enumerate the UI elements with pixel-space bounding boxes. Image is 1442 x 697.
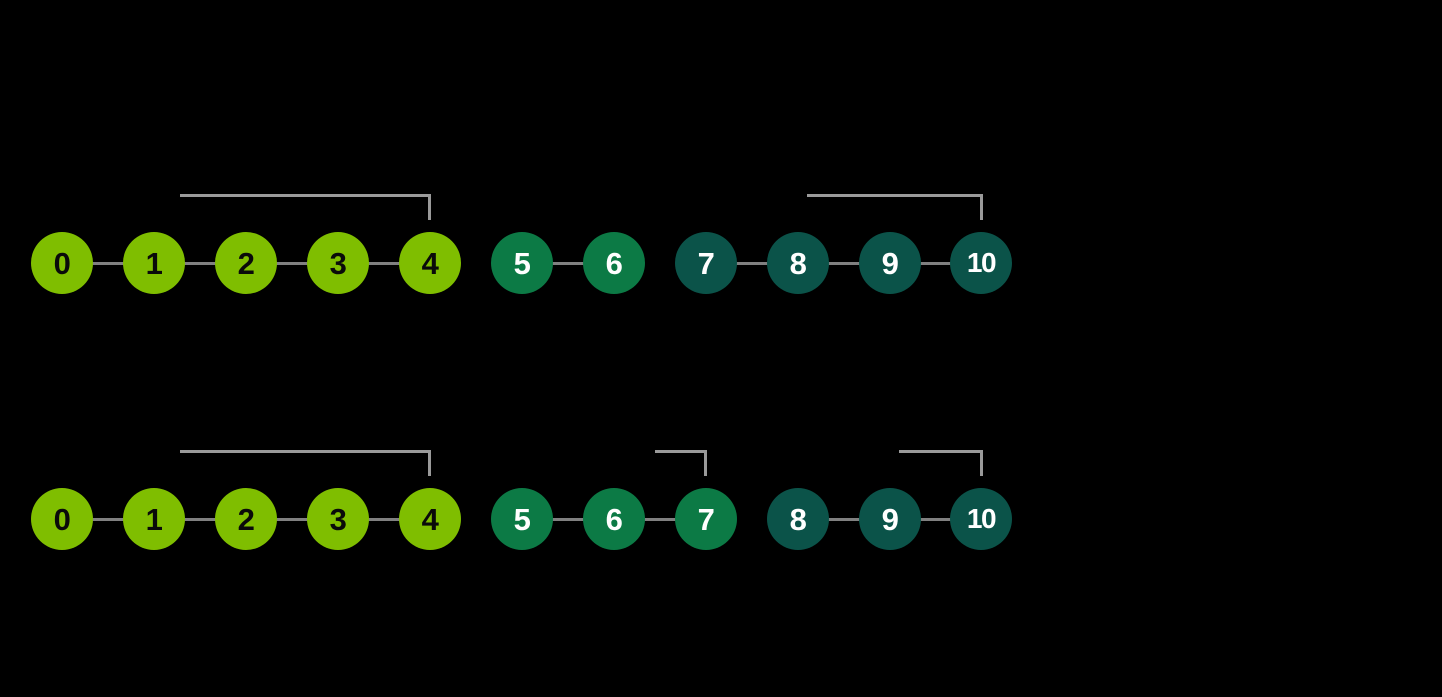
bracket-tick-right	[980, 194, 983, 220]
node-label: 10	[966, 247, 997, 278]
bracket-row2-right	[899, 450, 983, 476]
node-4[interactable]: 4	[399, 232, 461, 294]
node-0[interactable]: 0	[31, 488, 93, 550]
node-2[interactable]: 2	[215, 232, 277, 294]
connector-1-to-2	[181, 262, 219, 265]
connector-3-to-4	[365, 518, 403, 521]
connector-9-to-10	[917, 518, 954, 521]
connector-5-to-6	[549, 518, 587, 521]
node-10[interactable]: 10	[950, 232, 1012, 294]
node-5[interactable]: 5	[491, 488, 553, 550]
node-label: 6	[605, 501, 623, 537]
node-9[interactable]: 9	[859, 232, 921, 294]
bracket-row2-left	[180, 450, 431, 476]
node-label: 5	[513, 245, 531, 281]
node-label: 7	[697, 501, 715, 537]
node-2[interactable]: 2	[215, 488, 277, 550]
connector-8-to-9	[825, 262, 863, 265]
bracket-tick-right	[428, 194, 431, 220]
node-label: 7	[697, 245, 715, 281]
connector-2-to-3	[273, 262, 311, 265]
connector-5-to-6	[549, 262, 587, 265]
node-label: 6	[605, 245, 623, 281]
connector-9-to-10	[917, 262, 954, 265]
node-9[interactable]: 9	[859, 488, 921, 550]
connector-2-to-3	[273, 518, 311, 521]
node-5[interactable]: 5	[491, 232, 553, 294]
node-label: 9	[881, 501, 899, 537]
node-label: 10	[966, 503, 997, 534]
connector-6-to-7	[641, 518, 679, 521]
bracket-tick-right	[704, 450, 707, 476]
node-label: 2	[237, 245, 255, 281]
node-label: 0	[53, 501, 71, 537]
bracket-row2-middle	[655, 450, 707, 476]
bracket-row1-left	[180, 194, 431, 220]
connector-1-to-2	[181, 518, 219, 521]
node-label: 8	[789, 245, 807, 281]
node-7[interactable]: 7	[675, 488, 737, 550]
node-label: 5	[513, 501, 531, 537]
node-label: 1	[145, 245, 163, 281]
node-8[interactable]: 8	[767, 488, 829, 550]
node-3[interactable]: 3	[307, 488, 369, 550]
node-1[interactable]: 1	[123, 232, 185, 294]
node-6[interactable]: 6	[583, 232, 645, 294]
bracket-tick-right	[980, 450, 983, 476]
node-3[interactable]: 3	[307, 232, 369, 294]
node-label: 3	[329, 245, 347, 281]
node-label: 4	[421, 245, 439, 281]
node-label: 2	[237, 501, 255, 537]
node-label: 4	[421, 501, 439, 537]
bracket-row1-right	[807, 194, 983, 220]
connector-7-to-8	[733, 262, 771, 265]
node-label: 8	[789, 501, 807, 537]
node-4[interactable]: 4	[399, 488, 461, 550]
node-7[interactable]: 7	[675, 232, 737, 294]
node-0[interactable]: 0	[31, 232, 93, 294]
node-label: 1	[145, 501, 163, 537]
node-label: 9	[881, 245, 899, 281]
node-6[interactable]: 6	[583, 488, 645, 550]
connector-0-to-1	[89, 518, 127, 521]
node-label: 3	[329, 501, 347, 537]
node-label: 0	[53, 245, 71, 281]
node-10[interactable]: 10	[950, 488, 1012, 550]
node-8[interactable]: 8	[767, 232, 829, 294]
node-1[interactable]: 1	[123, 488, 185, 550]
connector-3-to-4	[365, 262, 403, 265]
connector-0-to-1	[89, 262, 127, 265]
connector-8-to-9	[825, 518, 863, 521]
bracket-tick-right	[428, 450, 431, 476]
